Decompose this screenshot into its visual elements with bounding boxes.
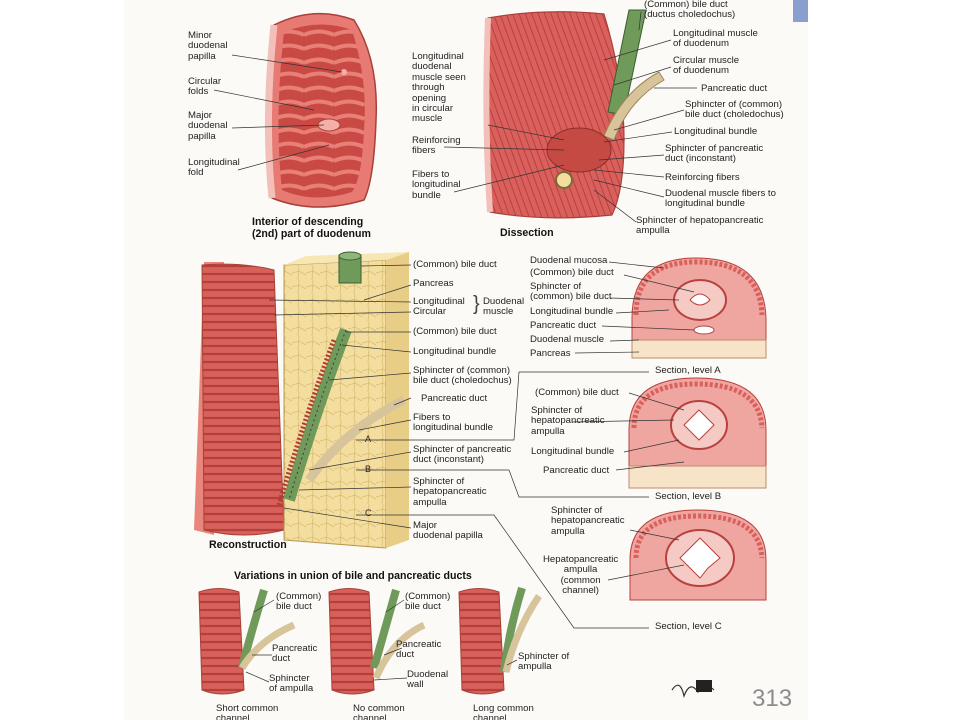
variation-short-channel xyxy=(198,588,296,695)
label-dissection-sphincter-hepato: Sphincter of hepatopancreatic ampulla xyxy=(636,215,764,237)
caption-v2: No common channel xyxy=(353,703,405,720)
section-c-figure xyxy=(629,509,767,601)
label-circular-folds: Circular folds xyxy=(188,76,222,98)
label-recon-sphincter-hepato: Sphincter of hepatopancreatic ampulla xyxy=(413,476,487,508)
variation-no-channel xyxy=(328,588,426,695)
label-b-pancreatic-duct: Pancreatic duct xyxy=(543,465,610,476)
label-a-pancreas: Pancreas xyxy=(530,348,571,359)
label-a-sphincter-bile: Sphincter of (common) bile duct xyxy=(530,281,612,303)
label-recon-bile-duct-top: (Common) bile duct xyxy=(413,259,497,270)
label-reinforcing-fibers-left: Reinforcing fibers xyxy=(412,135,461,157)
caption-section-c: Section, level C xyxy=(655,621,722,632)
label-v1-sphincter: Sphincter of ampulla xyxy=(269,673,314,695)
title-interior: Interior of descending (2nd) part of duo… xyxy=(252,216,371,240)
anatomy-illustration xyxy=(194,9,767,699)
label-a-mucosa: Duodenal mucosa xyxy=(530,255,608,266)
title-dissection: Dissection xyxy=(500,227,554,239)
caption-section-b: Section, level B xyxy=(655,491,722,502)
label-v3-sphincter: Sphincter of ampulla xyxy=(518,651,570,673)
section-a-leader-lines xyxy=(574,261,695,354)
label-recon-bile-duct-2: (Common) bile duct xyxy=(413,326,497,337)
label-a-bile-duct: (Common) bile duct xyxy=(530,267,614,278)
label-dissection-pancreatic-duct: Pancreatic duct xyxy=(701,83,768,94)
dissection-leader-lines xyxy=(443,11,697,223)
label-recon-fibers-to-bundle: Fibers to longitudinal bundle xyxy=(413,412,494,434)
label-level-b: B xyxy=(365,464,372,474)
anatomy-plate: Interior of descending (2nd) part of duo… xyxy=(124,0,808,720)
variation-long-channel xyxy=(458,586,542,695)
label-a-longitudinal-bundle: Longitudinal bundle xyxy=(530,306,614,317)
label-v2-bile: (Common) bile duct xyxy=(405,591,451,613)
caption-section-a: Section, level A xyxy=(655,365,721,376)
reconstruction-figure xyxy=(194,251,409,549)
label-v1-pancreatic: Pancreatic duct xyxy=(272,643,318,665)
label-v2-wall: Duodenal wall xyxy=(407,669,449,691)
label-dissection-bile-duct: (Common) bile duct (ductus choledochus) xyxy=(644,0,736,21)
caption-v1: Short common channel xyxy=(216,703,279,720)
label-a-duodenal-muscle: Duodenal muscle xyxy=(530,334,605,345)
variation-leader-lines xyxy=(245,599,518,683)
label-dissection-longitudinal-bundle: Longitudinal bundle xyxy=(674,126,758,137)
label-recon-major-papilla: Major duodenal papilla xyxy=(413,520,483,542)
label-c-sphincter-hepato: Sphincter of hepatopancreatic ampulla xyxy=(551,505,625,537)
section-b-figure xyxy=(628,377,767,489)
label-minor-papilla: Minor duodenal papilla xyxy=(188,30,228,62)
label-c-ampulla: Hepatopancreatic ampulla (common channel… xyxy=(543,554,619,597)
label-recon-pancreas: Pancreas xyxy=(413,278,454,289)
dissection-figure xyxy=(483,9,665,219)
label-recon-sphincter-pancreatic: Sphincter of pancreatic duct (inconstant… xyxy=(413,444,512,466)
label-b-sphincter-hepato: Sphincter of hepatopancreatic ampulla xyxy=(531,405,605,437)
label-circular-muscle: Circular muscle of duodenum xyxy=(673,55,740,77)
label-level-c: C xyxy=(365,508,372,518)
reconstruction-leader-lines xyxy=(268,264,649,629)
label-level-a: A xyxy=(365,434,372,444)
page-number: 313 xyxy=(752,685,793,712)
title-variations: Variations in union of bile and pancreat… xyxy=(234,570,472,582)
label-a-pancreatic-duct: Pancreatic duct xyxy=(530,320,597,331)
label-recon-sphincter-bile: Sphincter of (common) bile duct (choledo… xyxy=(413,365,512,387)
section-b-leader-lines xyxy=(571,392,685,471)
interior-leader-lines xyxy=(213,54,343,171)
label-b-longitudinal-bundle: Longitudinal bundle xyxy=(531,446,615,457)
label-recon-longitudinal-bundle: Longitudinal bundle xyxy=(413,346,497,357)
label-v1-bile: (Common) bile duct xyxy=(276,591,322,613)
label-dissection-sphincter-pancreatic: Sphincter of pancreatic duct (inconstant… xyxy=(665,143,764,165)
title-reconstruction: Reconstruction xyxy=(209,539,287,551)
label-long-muscle-seen: Longitudinal duodenal muscle seen throug… xyxy=(412,51,466,125)
label-recon-longitudinal: Longitudinal xyxy=(413,296,465,307)
netter-signature-logo xyxy=(671,680,715,699)
caption-v3: Long common channel xyxy=(473,703,534,720)
label-fibers-to-bundle: Fibers to longitudinal bundle xyxy=(412,169,461,201)
slide-corner-tab xyxy=(793,0,808,22)
label-recon-pancreatic-duct: Pancreatic duct xyxy=(421,393,488,404)
label-dissection-sphincter-bile: Sphincter of (common) bile duct (choledo… xyxy=(685,99,784,121)
label-v2-pancreatic: Pancreatic duct xyxy=(396,639,442,661)
label-reinforcing-fibers-right: Reinforcing fibers xyxy=(665,172,740,183)
label-duodenal-fibers: Duodenal muscle fibers to longitudinal b… xyxy=(665,188,776,210)
label-recon-circular: Circular xyxy=(413,306,447,317)
interior-duodenum-figure xyxy=(264,12,378,208)
label-longitudinal-muscle: Longitudinal muscle of duodenum xyxy=(673,28,758,50)
label-b-bile-duct: (Common) bile duct xyxy=(535,387,619,398)
label-major-papilla: Major duodenal papilla xyxy=(188,110,228,142)
section-a-figure xyxy=(631,257,767,359)
section-c-leader-lines xyxy=(607,529,685,581)
brace-duodenal-muscle: } xyxy=(473,293,480,315)
label-longitudinal-fold: Longitudinal fold xyxy=(188,157,240,179)
label-recon-duodenal-muscle: Duodenal muscle xyxy=(483,296,525,318)
